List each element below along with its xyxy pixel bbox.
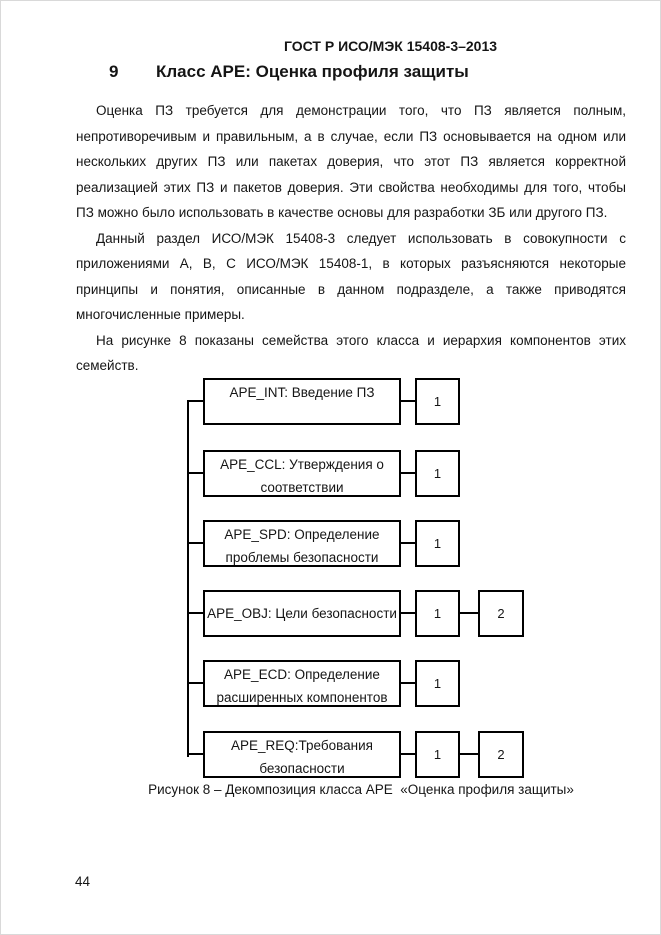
connector-line [188, 682, 204, 684]
family-label: APE_ECD: Определение расширенных компоне… [216, 667, 388, 705]
component-box-1: 1 [415, 731, 460, 778]
family-label: APE_REQ:Требования безопасности [231, 738, 373, 776]
connector-line [401, 753, 416, 755]
family-label: APE_OBJ: Цели безопасности [207, 606, 397, 621]
connector-line [460, 612, 478, 614]
connector-line [401, 542, 416, 544]
connector-line [401, 472, 416, 474]
family-row-ape-int: APE_INT: Введение ПЗ 1 [188, 378, 528, 425]
family-box-ape-ccl: APE_CCL: Утверждения о соответствии [203, 450, 401, 497]
family-box-ape-ecd: APE_ECD: Определение расширенных компоне… [203, 660, 401, 707]
family-label: APE_SPD: Определение проблемы безопаснос… [224, 527, 380, 565]
paragraph-3: На рисунке 8 показаны семейства этого кл… [76, 332, 626, 374]
body-text: Оценка ПЗ требуется для демонстрации тог… [76, 98, 626, 379]
family-row-ape-obj: APE_OBJ: Цели безопасности 1 2 [188, 590, 528, 637]
family-label: APE_INT: Введение ПЗ [229, 385, 375, 400]
family-row-ape-spd: APE_SPD: Определение проблемы безопаснос… [188, 520, 528, 567]
paragraph-1: Оценка ПЗ требуется для демонстрации тог… [76, 103, 626, 220]
component-box-1: 1 [415, 450, 460, 497]
connector-line [188, 612, 204, 614]
component-box-2: 2 [478, 731, 524, 778]
connector-line [460, 753, 478, 755]
section-title: Класс APE: Оценка профиля защиты [156, 62, 469, 81]
connector-line [188, 542, 204, 544]
component-box-1: 1 [415, 590, 460, 637]
section-number: 9 [109, 62, 119, 81]
section-heading: 9 Класс APE: Оценка профиля защиты [109, 62, 469, 82]
hierarchy-spine-line [187, 400, 189, 757]
family-row-ape-req: APE_REQ:Требования безопасности 1 2 [188, 731, 528, 778]
connector-line [401, 682, 416, 684]
component-box-2: 2 [478, 590, 524, 637]
running-header: ГОСТ Р ИСО/МЭК 15408-3–2013 [284, 38, 498, 54]
page-number: 44 [75, 874, 91, 889]
family-label: APE_CCL: Утверждения о соответствии [220, 457, 384, 495]
component-box-1: 1 [415, 660, 460, 707]
connector-line [401, 400, 416, 402]
figure-caption: Рисунок 8 – Декомпозиция класса APE «Оце… [148, 782, 574, 797]
connector-line [188, 400, 204, 402]
paragraph-2: Данный раздел ИСО/МЭК 15408-3 следует ис… [76, 230, 626, 323]
connector-line [188, 753, 204, 755]
family-box-ape-req: APE_REQ:Требования безопасности [203, 731, 401, 778]
component-box-1: 1 [415, 520, 460, 567]
family-row-ape-ccl: APE_CCL: Утверждения о соответствии 1 [188, 450, 528, 497]
connector-line [188, 472, 204, 474]
family-row-ape-ecd: APE_ECD: Определение расширенных компоне… [188, 660, 528, 707]
connector-line [401, 612, 416, 614]
family-box-ape-spd: APE_SPD: Определение проблемы безопаснос… [203, 520, 401, 567]
family-box-ape-obj: APE_OBJ: Цели безопасности [203, 590, 401, 637]
family-box-ape-int: APE_INT: Введение ПЗ [203, 378, 401, 425]
component-box-1: 1 [415, 378, 460, 425]
